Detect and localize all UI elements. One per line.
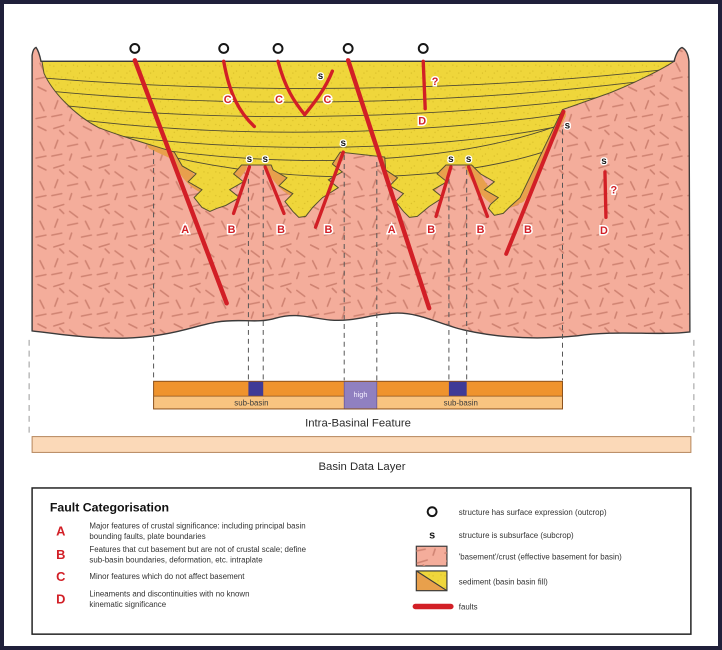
fault-category-label: ?	[611, 185, 618, 197]
projection-dashed-lines	[153, 129, 563, 381]
legend-A-line2: bounding faults, plate boundaries	[89, 532, 205, 541]
fault-b-3	[313, 150, 345, 229]
fault-category-label: A	[388, 224, 396, 236]
legend-B-line2: sub-basin boundaries, deformation, etc. …	[89, 556, 263, 565]
fault-category-label: C	[323, 94, 331, 106]
section-outline	[31, 46, 691, 339]
legend-subcrop-icon: s	[429, 529, 435, 541]
subcrop-marker: s	[565, 120, 571, 131]
legend-key-B: B	[56, 547, 65, 562]
outcrop-marker	[417, 43, 429, 54]
fault-category-label: B	[277, 224, 285, 236]
fault-b-5	[466, 165, 490, 219]
legend-outcrop-icon	[426, 506, 438, 518]
legend-D-line2: kinematic significance	[89, 600, 166, 609]
subcrop-marker: s	[448, 154, 454, 165]
fault-category-labels: A B B B A B B B D D C C C??	[180, 75, 619, 239]
legend-outcrop-text: structure has surface expression (outcro…	[459, 508, 607, 517]
legend-faults-text: faults	[459, 602, 478, 611]
fault-b-4	[434, 165, 453, 219]
fault-c-3	[303, 69, 335, 117]
subcrop-marker: s	[340, 138, 346, 149]
legend-A-line1: Major features of crustal significance: …	[89, 521, 305, 530]
legend-box	[31, 487, 692, 635]
sub-basin-block-left	[248, 381, 264, 397]
intra-basinal-border	[153, 380, 563, 410]
intra-basinal-bar: high sub-basin sub-basin Intra-Basinal F…	[153, 380, 563, 430]
edge-dashed-lines	[28, 339, 695, 436]
legend-sediment-swatch	[415, 570, 448, 592]
fault-d-1	[421, 59, 427, 111]
subcrop-marker: s	[247, 154, 253, 165]
sub-basin-right-label: sub-basin	[444, 398, 478, 407]
fault-category-label: B	[228, 224, 236, 236]
fault-category-label: B	[427, 224, 435, 236]
outcrop-marker	[272, 43, 284, 54]
fault-c-2	[276, 59, 307, 117]
legend-B-line1: Features that cut basement but are not o…	[89, 545, 306, 554]
fault-category-label: B	[524, 224, 532, 236]
legend-basement-swatch	[415, 545, 448, 567]
legend-C-line1: Minor features which do not affect basem…	[89, 572, 245, 581]
subcrop-marker: s	[601, 156, 607, 167]
legend-title: Fault Categorisation	[50, 501, 169, 515]
fault-d-2	[603, 170, 608, 220]
basin-data-layer-title: Basin Data Layer	[318, 461, 405, 473]
cross-section	[31, 46, 691, 339]
fault-a-1	[132, 58, 229, 306]
fault-b-1	[231, 165, 252, 216]
fault-c-1	[222, 59, 257, 129]
fault-category-label: B	[324, 224, 332, 236]
legend-sediment-text: sediment (basin basin fill)	[459, 577, 548, 586]
subcrop-marker: s	[318, 71, 324, 82]
legend-key-D: D	[56, 592, 65, 607]
subcrop-marker: s	[262, 154, 268, 165]
outcrop-markers	[129, 43, 429, 54]
legend-subcrop-text: structure is subsurface (subcrop)	[459, 531, 574, 540]
fault-b-6	[504, 109, 566, 256]
fault-category-label: C	[224, 94, 232, 106]
basin-data-layer: Basin Data Layer	[31, 436, 692, 473]
fault-a-2	[345, 58, 432, 311]
fault-category-label: A	[181, 224, 189, 236]
outcrop-marker	[342, 43, 354, 54]
outcrop-marker	[129, 43, 141, 54]
legend-key-C: C	[56, 569, 65, 584]
sub-basin-block-right	[448, 381, 467, 397]
subcrop-marker: s	[466, 154, 472, 165]
fault-category-label: ?	[432, 76, 439, 88]
basin-data-layer-bar	[31, 436, 692, 453]
intra-basinal-title: Intra-Basinal Feature	[305, 418, 411, 430]
fault-lines	[132, 58, 608, 311]
high-label: high	[354, 390, 368, 399]
legend-key-A: A	[56, 523, 65, 538]
fault-b-2	[263, 165, 286, 216]
fault-category-label: D	[600, 225, 608, 237]
fault-category-label: D	[418, 115, 426, 127]
legend-D-line1: Lineaments and discontinuities with no k…	[89, 590, 249, 599]
legend-basement-text: 'basement'/crust (effective basement for…	[459, 553, 622, 562]
sub-basin-left-label: sub-basin	[234, 398, 268, 407]
fault-category-label: C	[275, 94, 283, 106]
fault-category-label: B	[477, 224, 485, 236]
outcrop-marker	[218, 43, 230, 54]
legend: Fault Categorisation A Major features of…	[31, 487, 692, 635]
